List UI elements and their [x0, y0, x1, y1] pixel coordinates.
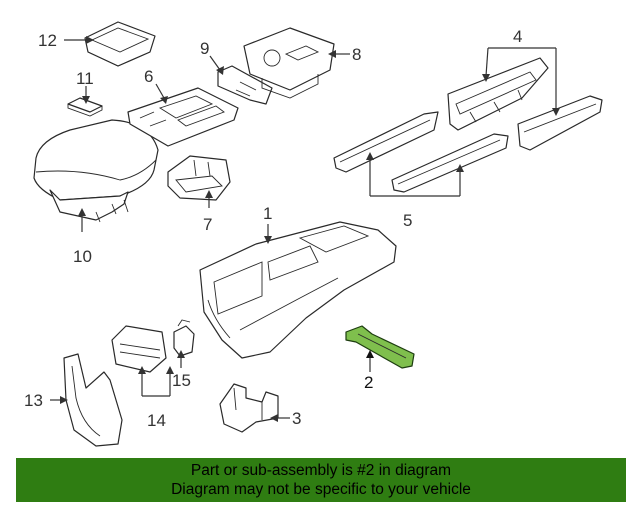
callout-8-label: 8 — [352, 45, 361, 64]
part-13-lower-cover — [63, 353, 123, 447]
part-5-side-trim — [333, 111, 509, 193]
callout-5: 5 — [366, 152, 464, 230]
parts-diagram: 12 11 10 6 9 — [24, 21, 603, 447]
callout-3-label: 3 — [292, 409, 301, 428]
callout-9: 9 — [200, 39, 224, 75]
callout-6-label: 6 — [144, 67, 153, 86]
callout-12-label: 12 — [38, 31, 57, 50]
part-1-console-body — [199, 221, 397, 359]
part-10-armrest — [33, 119, 159, 223]
callout-1-label: 1 — [263, 204, 272, 223]
callout-10: 10 — [73, 208, 92, 266]
callout-12: 12 — [38, 31, 94, 50]
info-banner: Part or sub-assembly is #2 in diagram Di… — [16, 458, 626, 502]
part-11-pad — [67, 97, 103, 117]
callout-15: 15 — [172, 350, 191, 390]
part-6-shifter-bezel — [127, 87, 239, 147]
callout-2: 2 — [364, 350, 374, 392]
callout-7-label: 7 — [203, 215, 212, 234]
callout-4-label: 4 — [513, 27, 522, 46]
part-2-bracket-highlighted — [345, 325, 415, 369]
callout-10-label: 10 — [73, 247, 92, 266]
part-15-switch — [173, 319, 195, 357]
callout-6: 6 — [144, 67, 168, 104]
callout-2-label: 2 — [364, 373, 373, 392]
callout-8: 8 — [328, 45, 361, 64]
part-12-storage-tray — [84, 21, 156, 67]
part-14-vent-panel — [111, 325, 167, 373]
callout-11: 11 — [76, 69, 94, 104]
callout-11-label: 11 — [76, 69, 94, 88]
banner-line-2: Diagram may not be specific to your vehi… — [171, 481, 471, 498]
callout-15-label: 15 — [172, 371, 191, 390]
callout-7: 7 — [203, 190, 213, 234]
callout-4: 4 — [482, 27, 560, 116]
part-7-housing — [167, 155, 231, 201]
part-8-control-panel — [243, 27, 335, 99]
callout-9-label: 9 — [200, 39, 209, 58]
callout-14: 14 — [138, 366, 174, 430]
callout-5-label: 5 — [403, 211, 412, 230]
callout-14-label: 14 — [147, 411, 166, 430]
part-9-bracket — [217, 65, 273, 105]
part-3-mounting-bracket — [219, 383, 279, 433]
callout-13-label: 13 — [24, 391, 43, 410]
callout-13: 13 — [24, 391, 68, 410]
callout-1: 1 — [263, 204, 272, 244]
banner-line-1: Part or sub-assembly is #2 in diagram — [190, 462, 452, 479]
callout-3: 3 — [270, 409, 301, 428]
part-4-trim-panels — [447, 57, 603, 151]
